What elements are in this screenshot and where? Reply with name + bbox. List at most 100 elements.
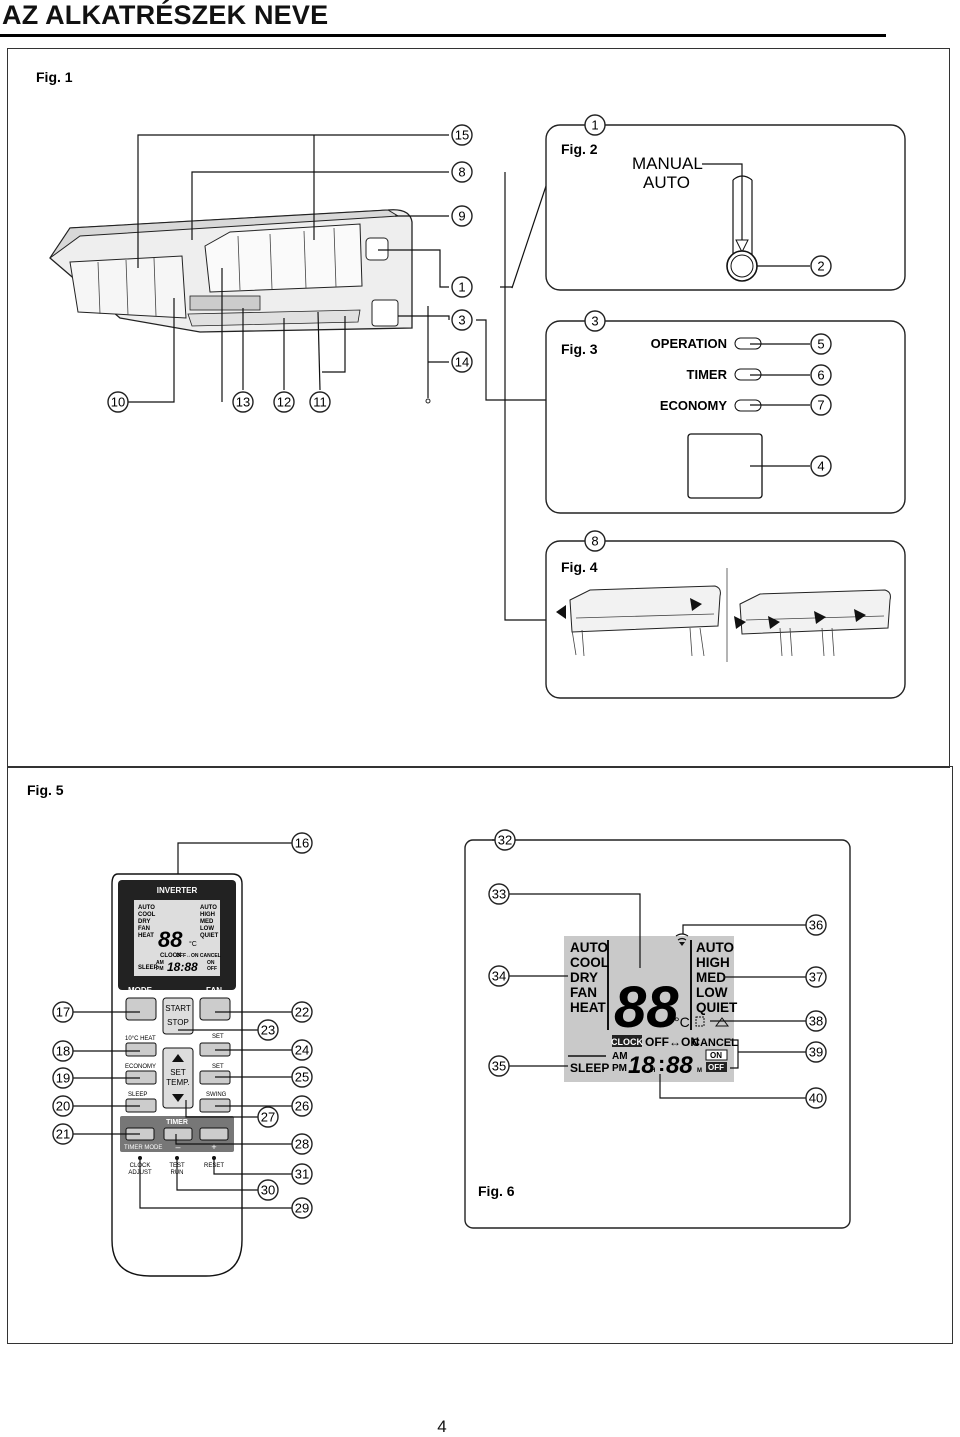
callout-8: 8 — [458, 165, 465, 180]
lcd-offon: OFF↔ON — [645, 1035, 699, 1049]
lcd-mode-auto: AUTO — [570, 940, 608, 955]
lcd-fan-quiet: QUIET — [696, 1000, 738, 1015]
remote-lcd-am: AM — [156, 960, 164, 966]
lcd-clock-badge — [612, 1035, 642, 1047]
set-temp-label-1: SET — [170, 1068, 186, 1077]
remote-lcd-sleep: SLEEP — [138, 965, 158, 971]
operation-lamp-label: OPERATION — [651, 336, 727, 351]
lcd-fan-low: LOW — [696, 985, 728, 1000]
sleep-label: SLEEP — [128, 1092, 147, 1098]
fig4-panel — [545, 540, 906, 699]
lcd-on-label: ON — [710, 1051, 722, 1060]
remote-lcd-mode-auto: AUTO — [138, 905, 155, 911]
manual-label-2: AUTO — [643, 173, 690, 192]
callout-11: 11 — [313, 395, 327, 410]
callout-25: 25 — [295, 1070, 309, 1085]
callout-27: 27 — [261, 1110, 275, 1125]
remote-lcd-on: ON — [207, 960, 215, 966]
remote-lcd-mode-heat: HEAT — [138, 933, 154, 939]
fig6-label: Fig. 6 — [478, 1183, 515, 1199]
fan-label: FAN — [206, 986, 222, 995]
remote-lcd-fan-med: MED — [200, 919, 214, 925]
lcd-fan-med: MED — [696, 970, 726, 985]
lcd-off-badge — [706, 1062, 727, 1072]
stop-label: STOP — [167, 1018, 189, 1027]
swing-icons — [695, 1016, 729, 1027]
callout-1: 1 — [458, 280, 465, 295]
minus-label: – — [175, 1142, 180, 1152]
remote-lcd-mode-fan: FAN — [138, 926, 150, 932]
lcd-clock-label: CLOCK — [611, 1037, 643, 1047]
callout-35: 35 — [492, 1059, 506, 1074]
remote-lcd-fan-quiet: QUIET — [200, 933, 219, 939]
start-label: START — [165, 1004, 191, 1013]
signal-icon — [675, 933, 689, 946]
callout-4: 4 — [817, 459, 824, 474]
fig2-label: Fig. 2 — [561, 141, 598, 157]
lcd-time-h: H — [651, 1068, 655, 1074]
page-number: 4 — [437, 1417, 447, 1436]
manual-label-1: MANUAL — [632, 154, 703, 173]
callout-16: 16 — [295, 836, 309, 851]
remote-lcd-offon: OFF↔ON CANCEL — [176, 953, 221, 959]
fig1-callouts: 15 8 9 1 3 14 10 13 12 11 — [107, 124, 473, 413]
timer-minus-button[interactable] — [163, 1127, 193, 1141]
lcd-mode-cool: COOL — [570, 955, 609, 970]
callout-23: 23 — [261, 1023, 275, 1038]
fan-button[interactable] — [199, 997, 231, 1021]
callout-10: 10 — [111, 395, 125, 410]
remote-lcd-digits: 88 — [158, 927, 183, 952]
set-fan-label: SET — [212, 1034, 224, 1040]
lcd-temp-unit: °C — [674, 1014, 690, 1030]
mode-button[interactable] — [125, 997, 157, 1021]
callout-38: 38 — [809, 1014, 823, 1029]
lcd-fan-high: HIGH — [696, 955, 730, 970]
lcd-mode-dry: DRY — [570, 970, 598, 985]
lcd-time-colon: : — [658, 1051, 665, 1076]
callout-14: 14 — [455, 355, 469, 370]
set-temp-label-2: TEMP. — [166, 1078, 189, 1087]
heat10-label: 10°C HEAT — [125, 1036, 156, 1042]
callout-3: 3 — [458, 313, 465, 328]
callout-36: 36 — [809, 918, 823, 933]
lcd-mode-heat: HEAT — [570, 1000, 607, 1015]
remote-lcd-off: OFF — [207, 966, 217, 972]
callout-12: 12 — [277, 395, 291, 410]
lcd-sleep: SLEEP — [570, 1061, 609, 1075]
economy-lamp-label: ECONOMY — [660, 398, 728, 413]
callout-24: 24 — [295, 1043, 309, 1058]
callout-13: 13 — [236, 395, 250, 410]
heat10-button[interactable] — [125, 1042, 157, 1057]
fig6-leaders — [492, 839, 806, 1099]
callout-15: 15 — [455, 128, 469, 143]
remote-brand: INVERTER — [157, 886, 198, 895]
lcd-pm: PM — [612, 1063, 627, 1074]
lcd-cancel: CANCEL — [692, 1037, 738, 1049]
fig3-label: Fig. 3 — [561, 341, 598, 357]
fig6-callouts: 32 33 34 35 36 37 38 39 40 — [488, 829, 827, 1109]
callout-29: 29 — [295, 1201, 309, 1216]
callout-26: 26 — [295, 1099, 309, 1114]
lcd-am: AM — [612, 1051, 628, 1062]
timer-plus-button[interactable] — [199, 1127, 229, 1141]
set-swing-label: SET — [212, 1064, 224, 1070]
start-stop-button[interactable] — [162, 997, 194, 1035]
callout-6: 6 — [817, 368, 824, 383]
remote-lcd-unit: °C — [189, 940, 197, 948]
timer-mode-label: TIMER MODE — [124, 1145, 162, 1151]
callout-30: 30 — [261, 1183, 275, 1198]
lcd-time-hours: 18 — [628, 1052, 655, 1079]
lcd-off-label: OFF — [708, 1063, 724, 1072]
economy-label: ECONOMY — [125, 1064, 156, 1070]
fig2-panel — [545, 124, 906, 291]
mode-label: MODE — [128, 986, 153, 995]
fig5-frame — [7, 766, 953, 1344]
fig5-callouts: 16 17 18 19 20 21 22 23 24 25 26 27 28 3… — [52, 832, 313, 1219]
callout-7: 7 — [817, 398, 824, 413]
callout-8b: 8 — [591, 534, 598, 549]
callout-40: 40 — [809, 1091, 823, 1106]
callout-39: 39 — [809, 1045, 823, 1060]
lcd-on-badge — [705, 1049, 728, 1061]
callout-37: 37 — [809, 970, 823, 985]
set-temp-button[interactable] — [162, 1047, 194, 1109]
